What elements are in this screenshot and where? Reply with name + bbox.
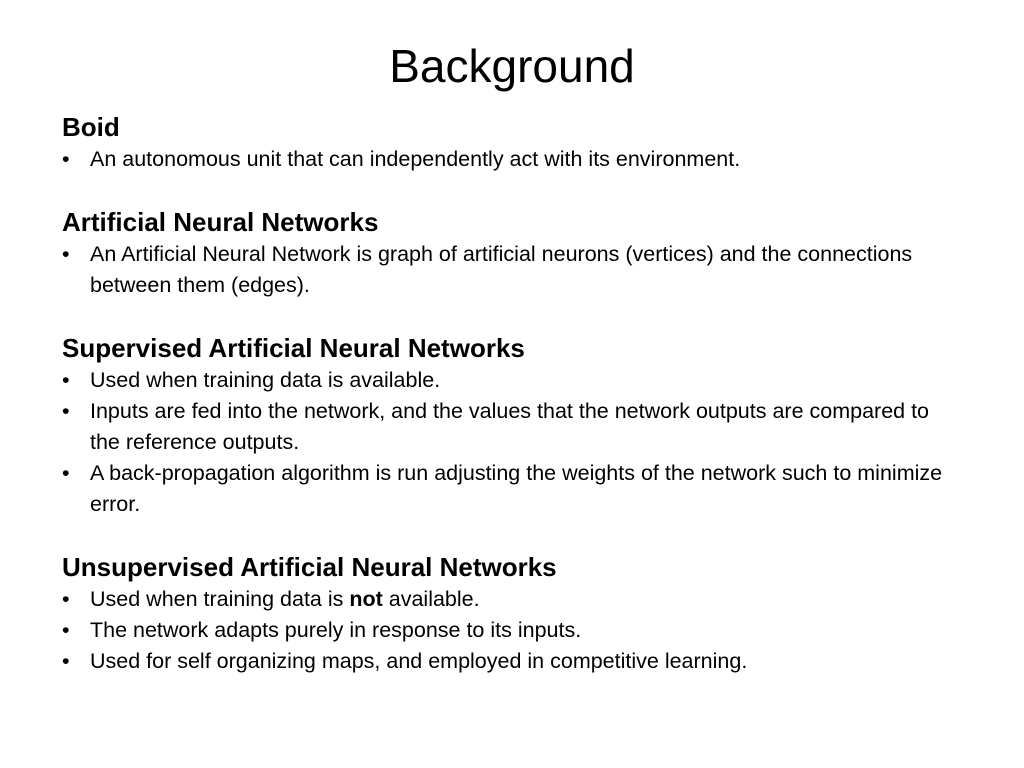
bullet-icon: •	[62, 649, 70, 673]
bullet-icon: •	[62, 618, 70, 642]
list-item: • An autonomous unit that can independen…	[62, 144, 962, 175]
list-item: • Used when training data is not availab…	[62, 584, 962, 615]
section-boid: Boid • An autonomous unit that can indep…	[62, 110, 962, 175]
section-heading: Supervised Artificial Neural Networks	[62, 333, 525, 363]
bullet-icon: •	[62, 399, 70, 423]
bullet-icon: •	[62, 587, 70, 611]
bullet-text: An autonomous unit that can independentl…	[90, 147, 741, 171]
bullet-icon: •	[62, 461, 70, 485]
section-unsupervised-networks: Unsupervised Artificial Neural Networks …	[62, 550, 962, 677]
bullet-list: • An Artificial Neural Network is graph …	[62, 239, 962, 301]
bullet-list: • Used when training data is not availab…	[62, 584, 962, 677]
bullet-list: • An autonomous unit that can independen…	[62, 144, 962, 175]
bullet-list: • Used when training data is available. …	[62, 365, 962, 520]
slide-title: Background	[389, 40, 635, 92]
bullet-text: The network adapts purely in response to…	[90, 618, 582, 642]
section-heading: Artificial Neural Networks	[62, 207, 379, 237]
bullet-text: An Artificial Neural Network is graph of…	[90, 242, 913, 297]
list-item: • The network adapts purely in response …	[62, 615, 962, 646]
list-item: • An Artificial Neural Network is graph …	[62, 239, 962, 301]
list-item: • Used when training data is available.	[62, 365, 962, 396]
bullet-text: Used when training data is available.	[90, 368, 441, 392]
bullet-text: A back-propagation algorithm is run adju…	[90, 461, 943, 516]
bullet-icon: •	[62, 368, 70, 392]
slide-content: Boid • An autonomous unit that can indep…	[62, 110, 962, 707]
section-artificial-neural-networks: Artificial Neural Networks • An Artifici…	[62, 205, 962, 301]
section-heading: Unsupervised Artificial Neural Networks	[62, 552, 557, 582]
section-supervised-networks: Supervised Artificial Neural Networks • …	[62, 331, 962, 520]
bullet-text: Inputs are fed into the network, and the…	[90, 399, 930, 454]
bullet-text-after: available.	[382, 587, 480, 611]
list-item: • Used for self organizing maps, and emp…	[62, 646, 962, 677]
bullet-icon: •	[62, 242, 70, 266]
list-item: • A back-propagation algorithm is run ad…	[62, 458, 962, 520]
list-item: • Inputs are fed into the network, and t…	[62, 396, 962, 458]
bullet-text-emphasis: not	[349, 587, 383, 611]
bullet-text-before: Used when training data is	[90, 587, 350, 611]
bullet-text: Used for self organizing maps, and emplo…	[90, 649, 748, 673]
bullet-icon: •	[62, 147, 70, 171]
section-heading: Boid	[62, 112, 120, 142]
